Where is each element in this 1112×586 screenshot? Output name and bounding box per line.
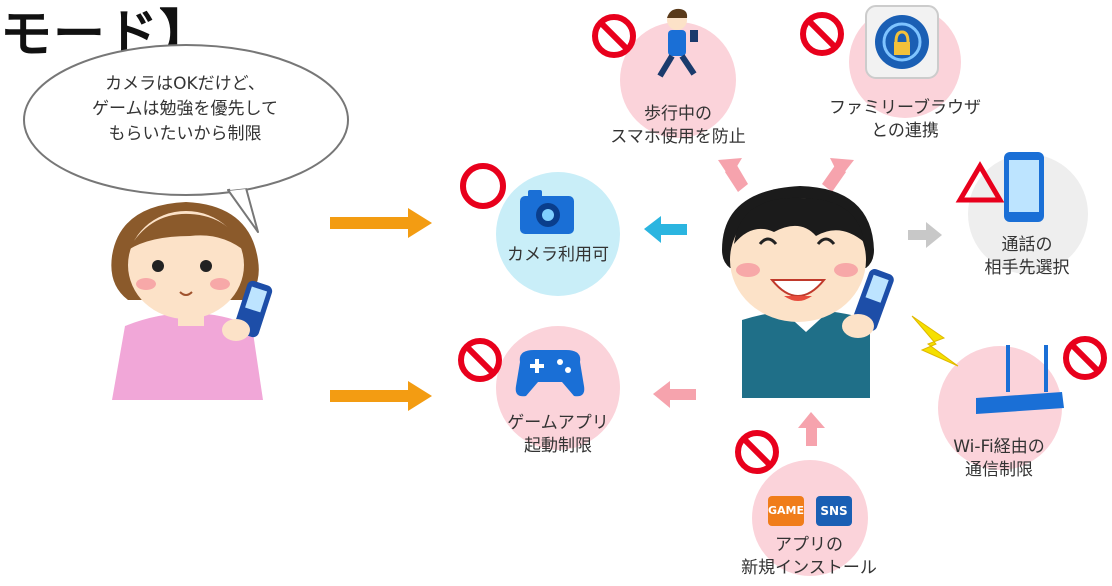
walking-person-icon [657,8,698,78]
walking-label-line-2: スマホ使用を防止 [610,127,746,147]
walking-label: 歩行中の スマホ使用を防止 [588,103,768,149]
browser-label: ファミリーブラウザ との連携 [800,97,1010,143]
cyan-arrow [644,216,687,243]
mother-character [111,202,273,400]
install-circle [752,460,868,576]
orange-arrow-game [330,381,432,411]
pink-arrow-walking [718,158,748,192]
game-app-badge: GAME [768,496,804,526]
speech-bubble [23,44,349,233]
install-label-line-2: 新規インストール [741,558,877,578]
allowed-circle-icon [460,163,506,209]
browser-label-line-1: ファミリーブラウザ [829,98,981,118]
camera-icon [520,190,574,234]
call-label-line-1: 通話の [1001,235,1053,255]
bubble-line-3: もらいたいから制限 [108,124,262,144]
boy-character [722,186,894,398]
walking-label-line-1: 歩行中の [644,104,712,124]
game-label: ゲームアプリ 起動制限 [478,412,638,458]
orange-arrow-camera [330,208,432,238]
lightning-icon [911,315,959,367]
router-icon [976,345,1064,414]
gray-arrow [908,222,942,248]
wifi-label-line-1: Wi-Fi経由の [953,437,1045,457]
game-label-line-2: 起動制限 [524,436,592,456]
pink-arrow-game [653,381,696,408]
call-label: 通話の 相手先選択 [962,234,1092,280]
speech-bubble-text: カメラはOKだけど、 ゲームは勉強を優先して もらいたいから制限 [55,72,315,147]
pink-arrow-browser [822,158,854,192]
walking-circle [620,22,736,138]
wifi-label-line-2: 通信制限 [965,460,1033,480]
install-label-line-1: アプリの [775,535,843,555]
call-label-line-2: 相手先選択 [984,258,1070,278]
game-label-line-1: ゲームアプリ [507,413,609,433]
smartphone-icon [1004,152,1044,222]
prohibit-icon-browser [800,12,844,56]
limited-triangle-icon [955,161,1005,203]
bubble-line-1: カメラはOKだけど、 [105,74,265,94]
camera-label: カメラ利用可 [478,244,638,267]
pink-arrow-install [798,412,825,446]
bubble-line-2: ゲームは勉強を優先して [92,99,278,119]
sns-app-badge: SNS [816,496,852,526]
prohibit-icon-walking [592,14,636,58]
install-label: アプリの 新規インストール [724,534,894,580]
wifi-label: Wi-Fi経由の 通信制限 [924,436,1074,482]
prohibit-icon-install [735,430,779,474]
camera-label-line-1: カメラ利用可 [507,245,609,265]
prohibit-icon-game [458,338,502,382]
gamepad-icon [515,350,585,397]
browser-label-line-2: との連携 [871,121,939,141]
browser-lock-icon [865,5,939,79]
prohibit-icon-wifi [1063,336,1107,380]
